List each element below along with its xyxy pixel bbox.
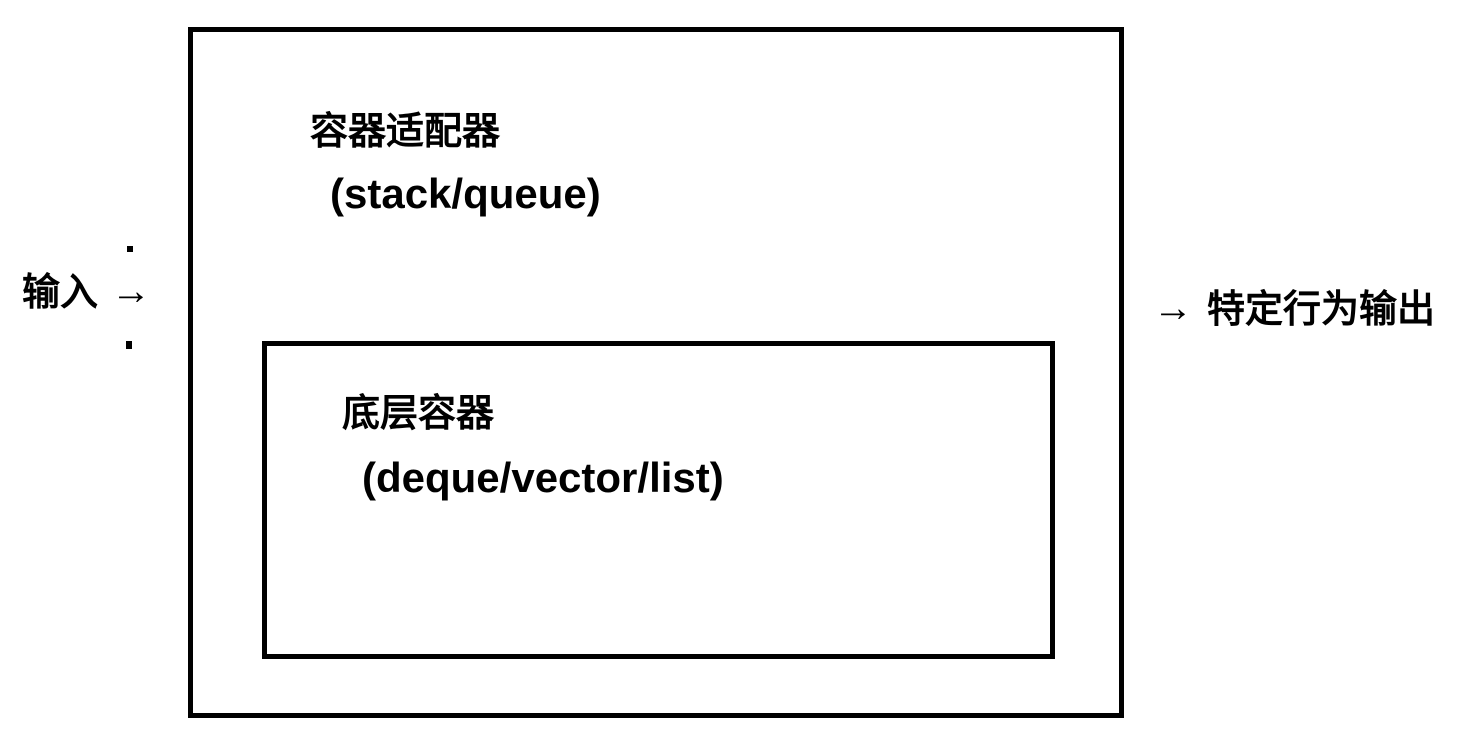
underlying-container-subtitle: (deque/vector/list) [362, 454, 724, 501]
container-adapter-title: 容器适配器 [310, 111, 501, 153]
output-label-text: 特定行为输出 [1207, 289, 1436, 331]
container-adapter-subtitle: (stack/queue) [330, 170, 601, 217]
output-label: → 特定行为输出 [1153, 286, 1436, 331]
input-arrow-icon: → [111, 269, 152, 313]
input-label-text: 输入 [22, 272, 99, 314]
stray-dot-upper-icon [127, 246, 133, 252]
output-arrow-icon: → [1153, 286, 1193, 330]
underlying-container-title: 底层容器 [342, 393, 495, 435]
underlying-container-box: 底层容器 (deque/vector/list) [262, 341, 1055, 659]
stray-dot-lower-icon [126, 341, 132, 349]
input-label: 输入 → [22, 269, 152, 314]
container-adapter-box: 容器适配器 (stack/queue) 底层容器 (deque/vector/l… [188, 27, 1124, 718]
